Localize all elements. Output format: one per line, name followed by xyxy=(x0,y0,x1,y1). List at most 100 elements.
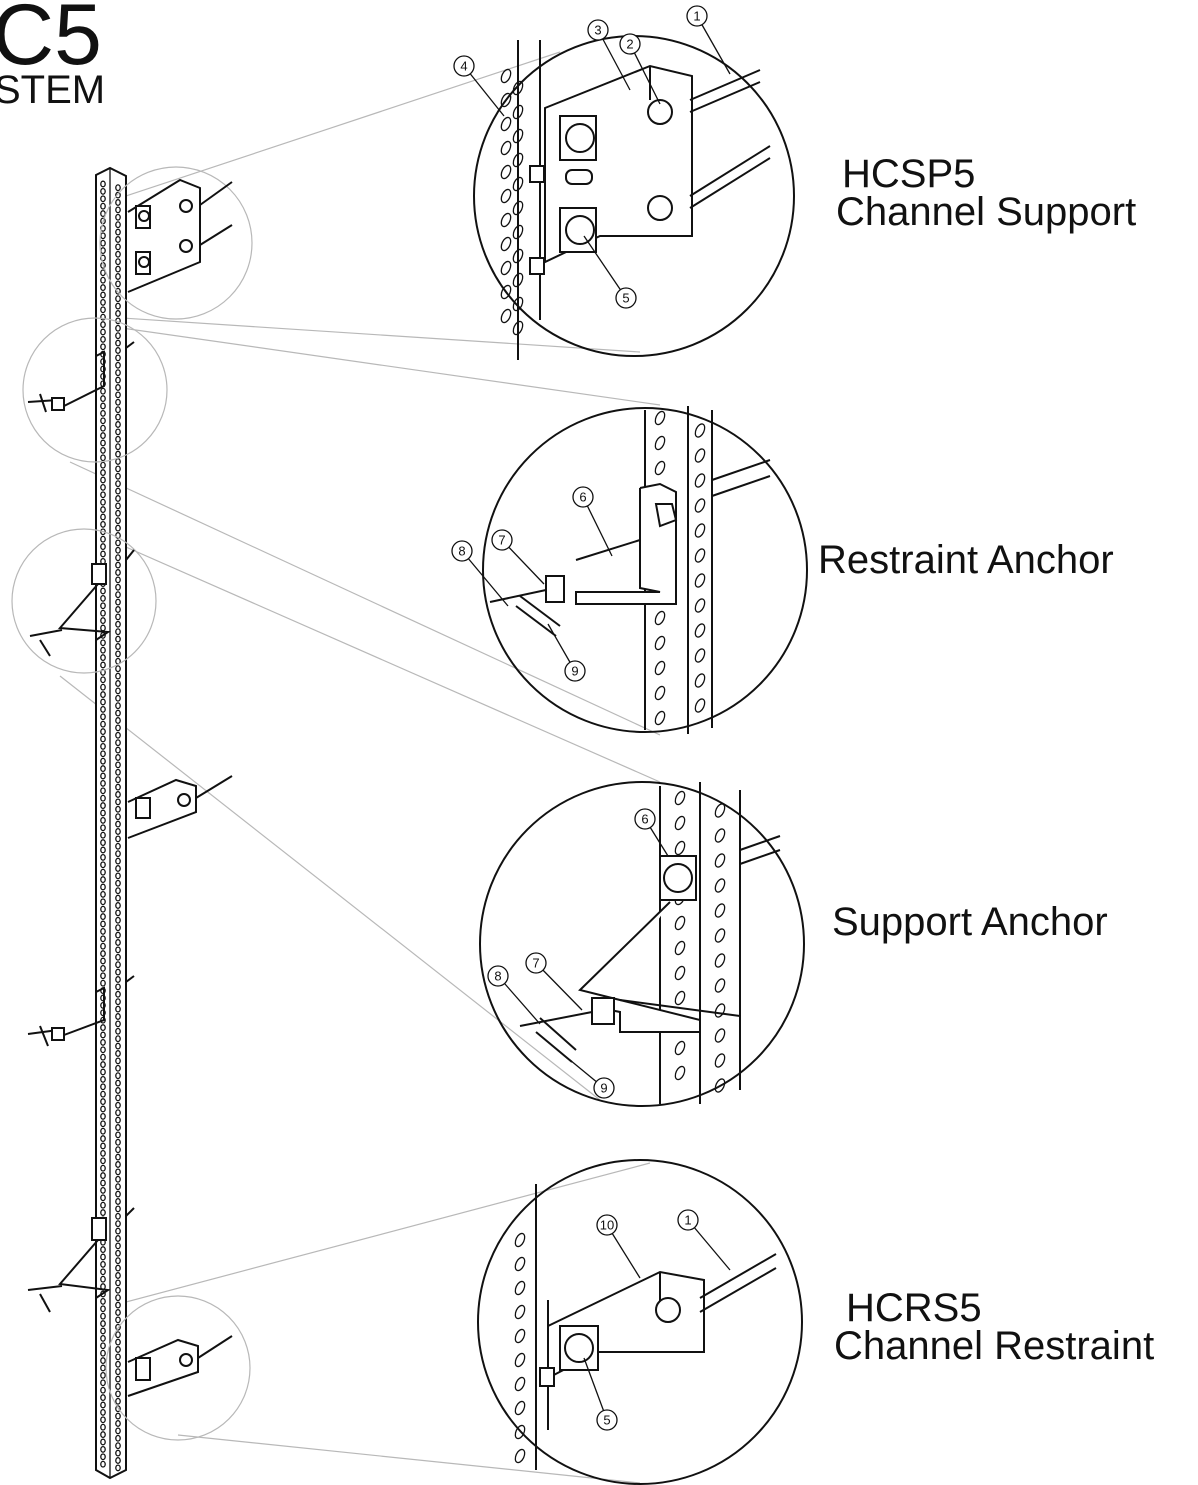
channel-hole xyxy=(100,513,106,521)
channel-hole xyxy=(674,965,686,981)
channel-hole xyxy=(100,520,106,528)
channel-hole xyxy=(115,206,121,214)
channel-hole xyxy=(115,1013,121,1020)
channel-hole xyxy=(115,1331,121,1339)
callout-bubble xyxy=(451,540,473,562)
channel-hole xyxy=(115,672,121,680)
channel-hole xyxy=(100,217,106,225)
channel-hole xyxy=(115,1427,121,1435)
callout-bubble xyxy=(596,1409,618,1431)
channel-hole xyxy=(100,1075,106,1083)
channel-hole xyxy=(115,850,121,858)
channel-hole xyxy=(115,1042,121,1050)
channel-hole xyxy=(115,1064,121,1072)
channel-hole xyxy=(115,258,121,266)
channel-hole xyxy=(100,328,106,336)
channel-hole xyxy=(100,254,106,262)
channel-hole xyxy=(674,1040,686,1056)
channel-hole xyxy=(115,731,121,739)
channel-hole xyxy=(115,1109,121,1117)
channel-hole xyxy=(100,950,106,958)
channel-hole xyxy=(100,269,106,277)
channel-hole xyxy=(100,779,106,787)
channel-hole xyxy=(115,620,121,628)
channel-hole xyxy=(100,1246,106,1254)
channel-hole xyxy=(694,423,706,438)
channel-hole xyxy=(115,1138,121,1146)
channel-hole xyxy=(100,1453,106,1461)
channel-hole xyxy=(100,1083,106,1091)
channel-hole xyxy=(714,928,726,943)
channel-hole xyxy=(100,313,106,321)
channel-hole xyxy=(115,406,121,414)
channel-hole xyxy=(115,694,121,702)
channel-hole xyxy=(115,517,121,525)
channel-hole xyxy=(115,561,121,569)
channel-hole xyxy=(500,212,512,228)
channel-hole xyxy=(654,710,666,726)
channel-hole xyxy=(100,883,106,891)
channel-hole xyxy=(100,698,106,706)
channel-hole xyxy=(115,295,121,303)
channel-hole xyxy=(514,1448,526,1464)
channel-hole xyxy=(115,1027,121,1035)
channel-hole xyxy=(714,1028,726,1043)
channel-hole xyxy=(115,1301,121,1309)
channel-hole xyxy=(115,213,121,221)
channel-hole xyxy=(100,1031,106,1039)
channel-hole xyxy=(115,398,121,406)
channel-hole xyxy=(115,953,121,961)
channel-hole xyxy=(115,1124,121,1131)
channel-hole xyxy=(100,424,106,432)
channel-hole xyxy=(654,410,666,426)
channel-hole xyxy=(714,853,726,868)
channel-hole xyxy=(100,735,106,743)
channel-hole xyxy=(714,1078,726,1093)
channel-hole xyxy=(115,939,121,946)
channel-hole xyxy=(100,846,106,854)
channel-hole xyxy=(654,685,666,701)
channel-hole xyxy=(100,1401,106,1409)
channel-hole xyxy=(100,395,106,403)
channel-hole xyxy=(115,813,121,821)
channel-hole xyxy=(115,1464,121,1472)
channel-hole xyxy=(100,594,106,602)
channel-hole xyxy=(100,1157,106,1165)
channel-hole xyxy=(100,491,106,499)
channel-hole xyxy=(100,1431,106,1439)
channel-hole xyxy=(115,1375,121,1383)
channel-hole xyxy=(115,1183,121,1191)
channel-hole xyxy=(115,1146,121,1154)
channel-hole xyxy=(512,272,524,288)
channel-hole xyxy=(115,687,121,695)
channel-hole xyxy=(500,308,512,324)
channel-hole xyxy=(100,876,106,884)
channel-hole xyxy=(500,260,512,276)
channel-hole xyxy=(115,421,121,428)
callout-number: 2 xyxy=(626,37,633,52)
channel-hole xyxy=(115,443,121,451)
channel-hole xyxy=(115,1257,121,1265)
callout-number: 8 xyxy=(494,969,501,984)
channel-hole xyxy=(115,791,121,798)
channel-hole xyxy=(694,698,706,713)
channel-hole xyxy=(512,104,524,120)
channel-hole xyxy=(115,894,121,902)
channel-hole xyxy=(115,1227,121,1235)
channel-hole xyxy=(100,979,106,987)
channel-hole xyxy=(514,1280,526,1296)
channel-hole xyxy=(115,1323,121,1331)
channel-hole xyxy=(100,483,106,491)
channel-hole xyxy=(100,1275,106,1283)
channel-hole xyxy=(100,187,106,195)
channel-hole xyxy=(674,915,686,931)
main-channel xyxy=(95,166,127,1480)
channel-hole xyxy=(100,1149,106,1157)
channel-hole xyxy=(100,1179,106,1187)
channel-hole xyxy=(100,417,106,425)
callout-bubble xyxy=(491,529,513,551)
title-subtitle: STEM xyxy=(0,68,106,112)
channel-hole xyxy=(100,920,106,928)
channel-hole xyxy=(115,606,121,613)
